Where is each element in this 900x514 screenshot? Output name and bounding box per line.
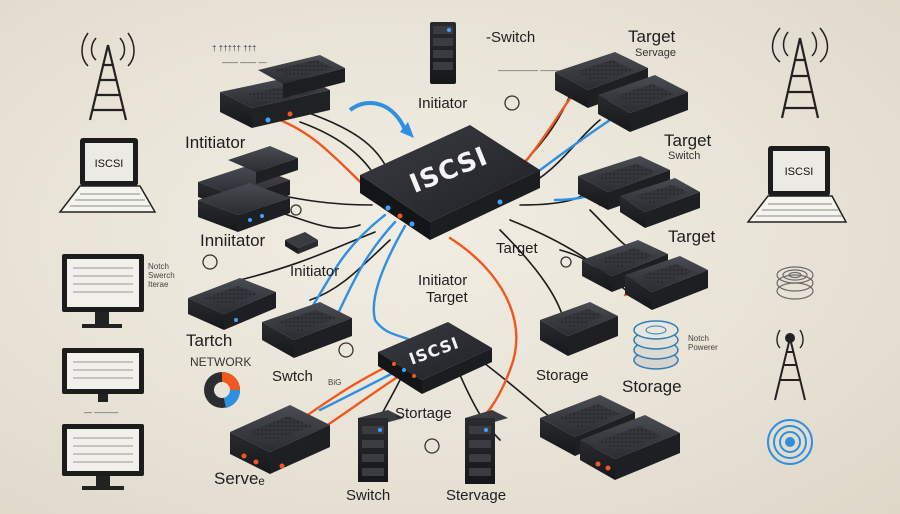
label-server-bottom: Serveₑ <box>214 469 265 488</box>
pie-chart-icon <box>204 372 241 408</box>
label-target-top: Target <box>628 27 676 46</box>
laptop-icon: ISCSI <box>58 138 157 213</box>
network-device-icon <box>598 75 688 132</box>
server-tower-icon <box>465 410 508 484</box>
initiator-stack-top-left <box>220 55 345 128</box>
caption-notch-left: Notch Swerch Iterae <box>148 262 175 290</box>
label-stervage-bottom: Stervage <box>446 487 507 504</box>
label-switch-top: -Switch <box>486 29 536 46</box>
label-tartch: Tartch <box>186 331 233 350</box>
cable-blue <box>318 370 397 412</box>
label-network: NETWORK <box>190 355 252 369</box>
network-device-icon <box>625 256 708 310</box>
label-stortage-lower: Stortage <box>395 405 452 422</box>
label-initiator-stack: Initiator <box>418 272 468 289</box>
storage-disk-icon <box>776 266 814 300</box>
laptop-screen-text-left: ISCSI <box>95 158 124 170</box>
cell-tower-icon <box>771 27 829 119</box>
label-swtch: Swtch <box>272 368 313 385</box>
target-stack-right-lower <box>582 240 708 310</box>
storage-unit-icon <box>540 302 618 356</box>
laptop-icon: ISCSI <box>746 146 848 223</box>
monitor-icon <box>62 254 144 328</box>
network-device-icon <box>580 415 680 480</box>
cable-blue <box>372 224 412 342</box>
cable-blue <box>308 213 387 312</box>
label-storage-right: Storage <box>622 377 682 396</box>
monitor-icon <box>62 348 144 402</box>
laptop-screen-text-right: ISCSI <box>785 166 814 178</box>
network-device-icon <box>258 55 345 98</box>
label-switch-bottom: Switch <box>346 487 391 504</box>
caption-notch-right: Notch Powerer <box>688 334 718 353</box>
target-stack-right <box>578 156 700 228</box>
storage-disk-icon <box>767 419 813 465</box>
iscsi-switch-main: ISCSI <box>360 125 540 240</box>
label-target-right: Target <box>664 131 712 150</box>
target-stack-top-right <box>555 52 688 132</box>
monitor-icon <box>62 424 144 490</box>
cell-tower-icon <box>81 32 135 121</box>
cable-orange <box>298 363 392 422</box>
caption-switch: ————— ———— <box>498 66 573 75</box>
label-servage-top: Servage <box>635 47 676 59</box>
caption-top-left-1: † ††††† ††† <box>212 44 257 53</box>
network-device-icon <box>198 183 290 232</box>
label-target-stack: Target <box>426 289 468 306</box>
network-device-icon <box>620 178 700 228</box>
network-device-icon <box>228 146 298 184</box>
iscsi-switch-lower: ISCSI <box>378 322 492 394</box>
network-device-server <box>230 405 330 474</box>
cable-orange <box>318 370 407 432</box>
label-initiator-top-center: Initiator <box>418 95 468 112</box>
label-initiator-center-left: Initiator <box>290 263 340 280</box>
caption-stack-count: — ——— <box>84 408 119 417</box>
network-device-tartch <box>188 278 276 330</box>
network-device-swtch <box>262 302 352 358</box>
label-storage-mid: Storage <box>536 367 589 384</box>
cell-tower-icon <box>774 329 806 401</box>
cable-black <box>299 109 391 176</box>
storage-stack-bottom-right <box>540 395 680 480</box>
label-initiator-left: Inniitator <box>200 231 266 250</box>
connector-box-icon <box>285 232 318 254</box>
label-target-right-mid: Target <box>668 227 716 246</box>
curved-arrow-icon <box>348 100 414 138</box>
initiator-stack-left <box>198 146 298 232</box>
label-switch-right: Switch <box>668 150 701 162</box>
server-tower-icon <box>358 410 404 482</box>
status-badge-icon <box>202 95 572 454</box>
server-tower-icon <box>430 22 456 84</box>
caption-top-left-2: —— —— — <box>222 58 267 67</box>
caption-small-tag: BiG <box>328 378 342 387</box>
label-initiator-top: Intitiator <box>185 133 246 152</box>
label-target-center: Target <box>496 240 538 257</box>
storage-disk-icon <box>633 320 679 370</box>
